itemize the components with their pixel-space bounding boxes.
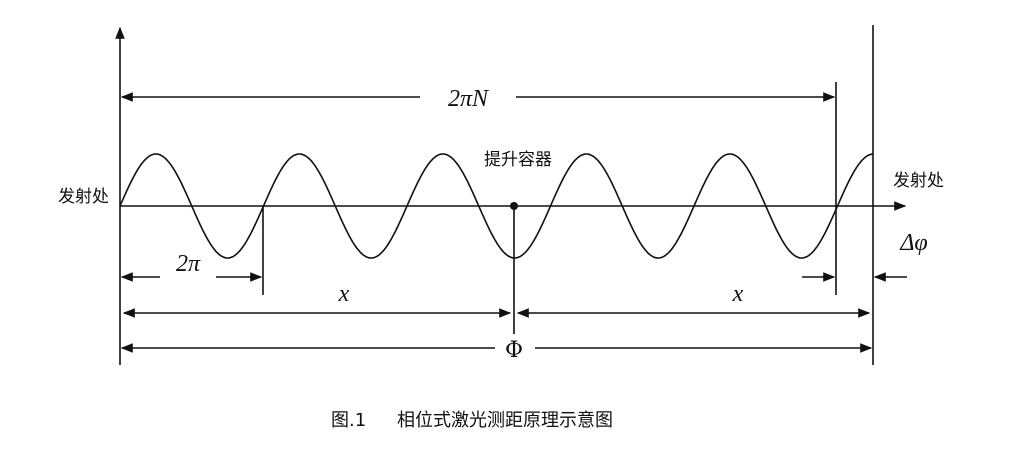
label-x-right: x [732, 281, 744, 307]
figure-caption-title: 相位式激光测距原理示意图 [397, 410, 613, 431]
label-emit-left: 发射处 [58, 187, 109, 207]
label-hoist-container: 提升容器 [484, 150, 552, 170]
hoist-container-dot [510, 202, 518, 210]
figure-caption-number: 图.1 [331, 410, 366, 431]
label-2piN: 2πN [448, 86, 490, 112]
sine-wave [119, 153, 874, 259]
label-x-left: x [338, 281, 350, 307]
label-phi: Φ [505, 338, 523, 363]
label-delta-phi: Δφ [899, 230, 927, 256]
label-emit-right: 发射处 [893, 171, 944, 191]
label-2pi: 2π [176, 251, 201, 277]
